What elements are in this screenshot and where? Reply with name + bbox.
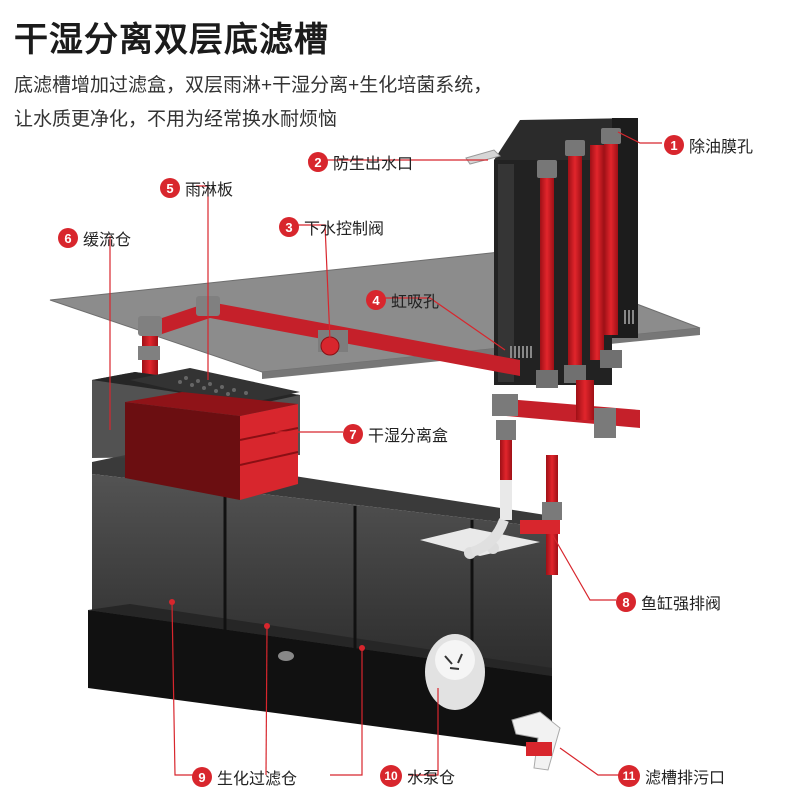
- subtitle-line-2: 让水质更净化，不用为经常换水耐烦恼: [14, 109, 338, 130]
- callout-text: 水泵仓: [407, 770, 456, 787]
- callout-number: 5: [160, 178, 180, 198]
- callout-anti-splash-outlet: 2 防生出水口: [308, 150, 413, 174]
- callout-text: 下水控制阀: [304, 221, 385, 238]
- water-pump: [425, 634, 485, 710]
- rain-plate: [130, 368, 300, 405]
- sump-tank: [88, 452, 552, 750]
- callout-slow-flow-chamber: 6 缓流仓: [58, 226, 131, 250]
- callout-sump-drain-outlet: 11 滤槽排污口: [618, 764, 725, 788]
- callout-oil-film-hole: 1 除油膜孔: [664, 133, 753, 157]
- callout-number: 6: [58, 228, 78, 248]
- callout-dry-wet-box: 7 干湿分离盒: [343, 422, 448, 446]
- callout-text: 缓流仓: [83, 232, 132, 249]
- callout-number: 3: [279, 217, 299, 237]
- callout-number: 10: [380, 765, 402, 787]
- callout-text: 除油膜孔: [689, 139, 754, 156]
- callout-text: 雨淋板: [185, 182, 234, 199]
- dry-wet-separation-box: [125, 392, 299, 500]
- callout-text: 鱼缸强排阀: [641, 596, 722, 613]
- callout-number: 8: [616, 592, 636, 612]
- callout-number: 1: [664, 135, 684, 155]
- callout-text: 干湿分离盒: [368, 428, 449, 445]
- callout-number: 7: [343, 424, 363, 444]
- siphon-hole-grid: [510, 346, 532, 358]
- page-title: 干湿分离双层底滤槽: [14, 21, 329, 59]
- callout-text: 防生出水口: [333, 156, 414, 173]
- callout-text: 生化过滤仓: [217, 771, 298, 788]
- right-plumbing: [470, 380, 640, 771]
- callout-bio-filter-chamber: 9 生化过滤仓: [192, 765, 297, 789]
- callout-number: 11: [618, 765, 640, 787]
- callout-text: 虹吸孔: [391, 294, 440, 311]
- overflow-pipes: [536, 128, 622, 388]
- callout-number: 4: [366, 290, 386, 310]
- callout-pump-chamber: 10 水泵仓: [380, 764, 455, 788]
- callout-control-valve: 3 下水控制阀: [279, 215, 384, 239]
- subtitle-line-1: 底滤槽增加过滤盒，双层雨淋+干湿分离+生化培菌系统，: [14, 75, 493, 96]
- drain-pipe: [138, 296, 520, 380]
- callout-number: 9: [192, 767, 212, 787]
- callout-number: 2: [308, 152, 328, 172]
- callout-text: 滤槽排污口: [645, 770, 726, 787]
- callout-tank-drain-valve: 8 鱼缸强排阀: [616, 590, 721, 614]
- callout-rain-plate: 5 雨淋板: [160, 176, 233, 200]
- callout-siphon-hole: 4 虹吸孔: [366, 288, 439, 312]
